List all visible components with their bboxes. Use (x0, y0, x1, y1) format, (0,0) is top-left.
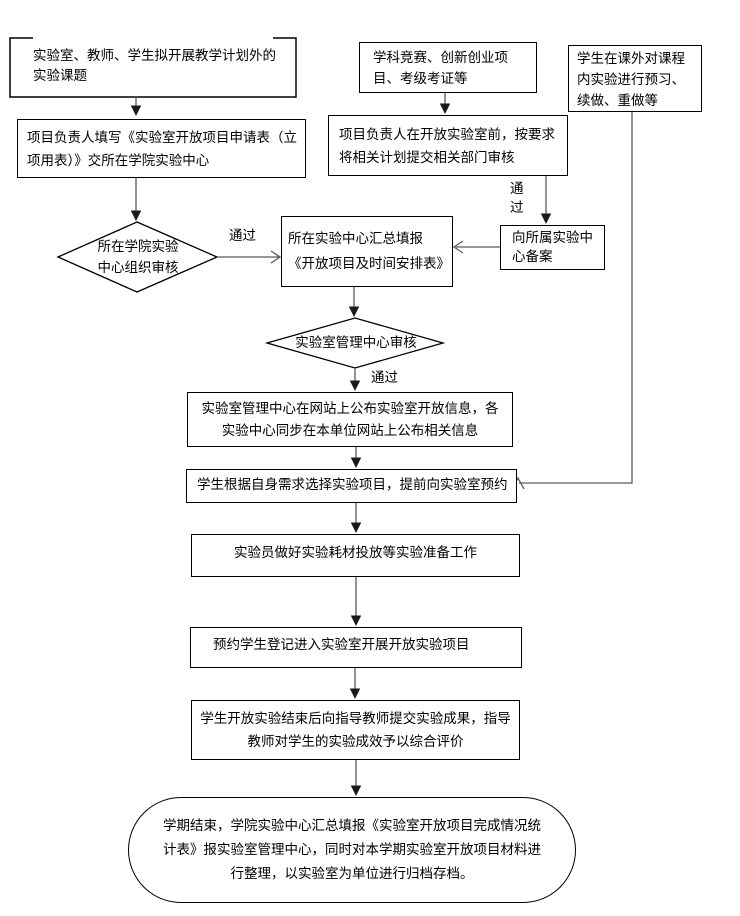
node-publish: 实验室管理中心在网站上公布实验室开放信息，各实验中心同步在本单位网站上公布相关信… (187, 392, 513, 447)
node-register: 预约学生登记进入实验室开展开放实验项目 (190, 627, 522, 668)
node-draft-topic-outline (9, 37, 297, 98)
node-apply-form: 项目负责人填写《实验室开放项目申请表（立项用表）》交所在学院实验中心 (17, 119, 306, 178)
node-prepare: 实验员做好实验耗材投放等实验准备工作 (191, 534, 520, 577)
arrowhead-into-summary-left (270, 250, 282, 264)
arrow-preview-to-reserve (519, 112, 633, 484)
node-preview: 学生在课外对课程内实验进行预习、续做、重做等 (568, 45, 702, 112)
diamond-college-review-label: 所在学院实验中心组织审核 (97, 239, 179, 276)
node-evaluate: 学生开放实验结束后向指导教师提交实验成果，指导教师对学生的实验成效予以综合评价 (191, 700, 520, 760)
node-filing: 向所属实验中心备案 (500, 225, 605, 270)
diamond-admin-review-label: 实验室管理中心审核 (295, 335, 417, 351)
diamond-admin-review-shape (264, 317, 446, 369)
arrowhead-into-summary-right (452, 240, 464, 254)
edge-label-pass-admin: 通过 (371, 370, 398, 386)
node-competition: 学科竞赛、创新创业项目、考级考证等 (359, 42, 537, 93)
node-summary-form: 所在实验中心汇总填报《开放项目及时间安排表》 (281, 216, 453, 287)
edge-label-pass-dept: 通过 (510, 181, 524, 216)
node-draft-topic: 实验室、教师、学生拟开展教学计划外的实验课题 (33, 48, 276, 84)
edge-label-pass-college: 通过 (229, 228, 256, 244)
node-submit-plan: 项目负责人在开放实验室前，按要求将相关计划提交相关部门审核 (328, 115, 568, 176)
node-reserve: 学生根据自身需求选择实验项目，提前向实验室预约 (186, 469, 517, 503)
node-archive: 学期结束，学院实验中心汇总填报《实验室开放项目完成情况统计表》报实验室管理中心，… (128, 797, 576, 903)
